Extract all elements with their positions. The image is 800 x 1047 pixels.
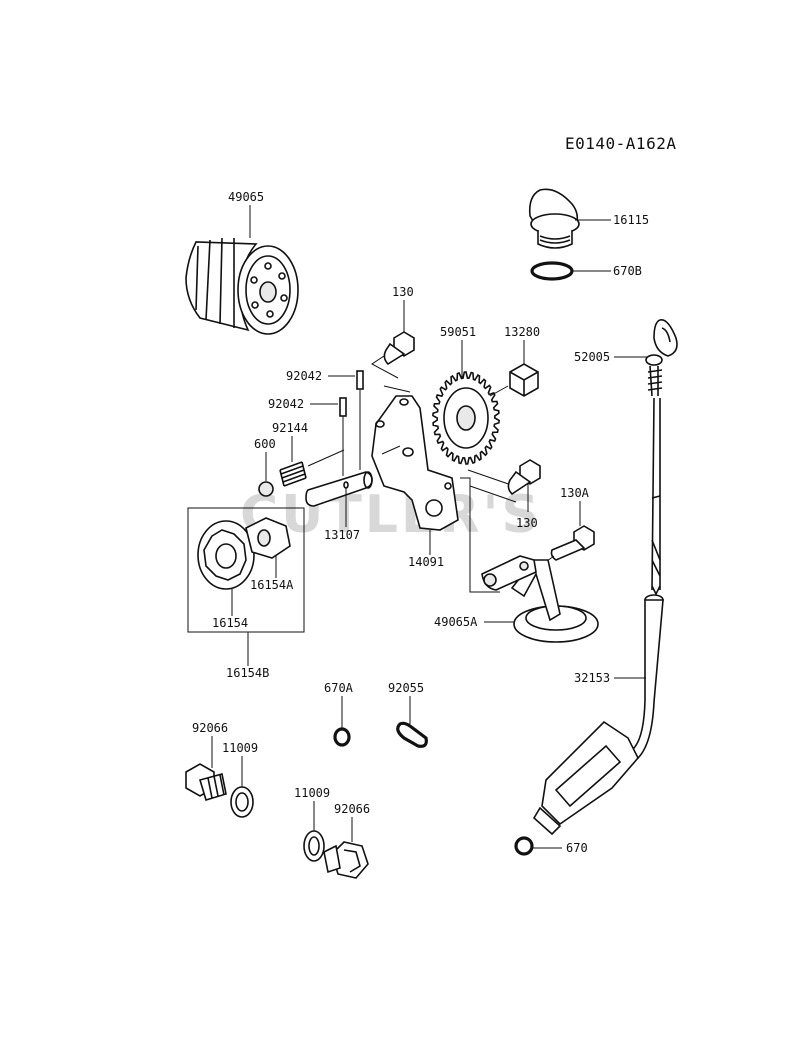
oring-670B-part (530, 261, 574, 281)
rotor-16154A-part (245, 517, 291, 559)
diagram-code: E0140-A162A (565, 134, 676, 153)
washer-11009-right-part (303, 830, 325, 862)
label-16115: 16115 (613, 213, 649, 227)
pump-plate-14091-part (371, 395, 459, 531)
label-130A: 130A (560, 486, 590, 500)
gasket-92055-part (396, 721, 428, 748)
label-92042-upper: 92042 (286, 369, 322, 383)
label-49065A: 49065A (434, 615, 478, 629)
oil-filler-cap-part (528, 188, 580, 249)
label-14091: 14091 (408, 555, 444, 569)
bolt-130A-part (550, 525, 595, 561)
nut-13280-part (509, 363, 539, 397)
label-130-top: 130 (392, 285, 414, 299)
rotor-16154-part (197, 520, 255, 590)
oring-670A-part (333, 727, 351, 747)
bolt-130-top-part (383, 331, 415, 366)
label-11009-right: 11009 (294, 786, 330, 800)
pin-92042-lower-part (339, 397, 347, 417)
label-130-mid: 130 (516, 516, 538, 530)
label-92066-right: 92066 (334, 802, 370, 816)
oil-pump-gear-part (432, 371, 500, 465)
oil-filter-part (185, 237, 299, 335)
drain-plug-92066-right-part (323, 841, 369, 879)
oil-dipstick-part (645, 319, 678, 596)
label-52005: 52005 (574, 350, 610, 364)
label-670A: 670A (324, 681, 354, 695)
label-92144: 92144 (272, 421, 308, 435)
washer-11009-left-part (230, 786, 254, 818)
pin-92042-upper-part (356, 370, 364, 390)
oring-670-part (514, 836, 534, 856)
label-13107: 13107 (324, 528, 360, 542)
label-670: 670 (566, 841, 588, 855)
label-11009-left: 11009 (222, 741, 258, 755)
label-92055: 92055 (388, 681, 424, 695)
oil-level-pipe-32153-part (532, 594, 664, 836)
label-13280: 13280 (504, 325, 540, 339)
bolt-130-mid-part (507, 459, 541, 496)
label-670B: 670B (613, 264, 642, 278)
watermark: CUTLER'S (240, 485, 542, 545)
label-16154B: 16154B (226, 666, 269, 680)
label-32153: 32153 (574, 671, 610, 685)
group-16154B-box (187, 507, 305, 633)
label-49065: 49065 (228, 190, 264, 204)
label-16154: 16154 (212, 616, 248, 630)
label-92042-lower: 92042 (268, 397, 304, 411)
spring-92144-part (279, 461, 307, 487)
label-92066-left: 92066 (192, 721, 228, 735)
drain-plug-92066-left-part (185, 763, 227, 801)
label-16154A: 16154A (250, 578, 294, 592)
ball-600-part (258, 481, 274, 497)
label-59051: 59051 (440, 325, 476, 339)
oil-strainer-49065A-part (481, 555, 599, 643)
label-600: 600 (254, 437, 276, 451)
